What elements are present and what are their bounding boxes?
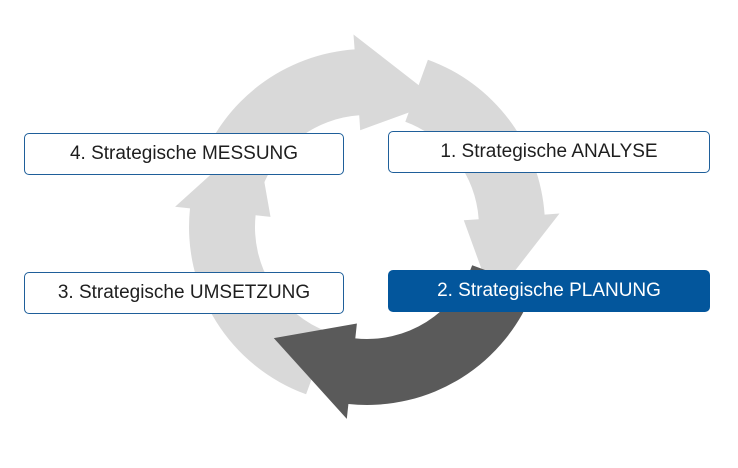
cycle-arrow-right	[405, 59, 560, 300]
step-planning-box: 2. Strategische PLANUNG	[388, 270, 710, 312]
step-analysis-box: 1. Strategische ANALYSE	[388, 131, 710, 173]
step-execution-box: 3. Strategische UMSETZUNG	[24, 272, 344, 314]
cycle-arrow-left	[175, 133, 329, 395]
step-measurement-box: 4. Strategische MESSUNG	[24, 133, 344, 175]
